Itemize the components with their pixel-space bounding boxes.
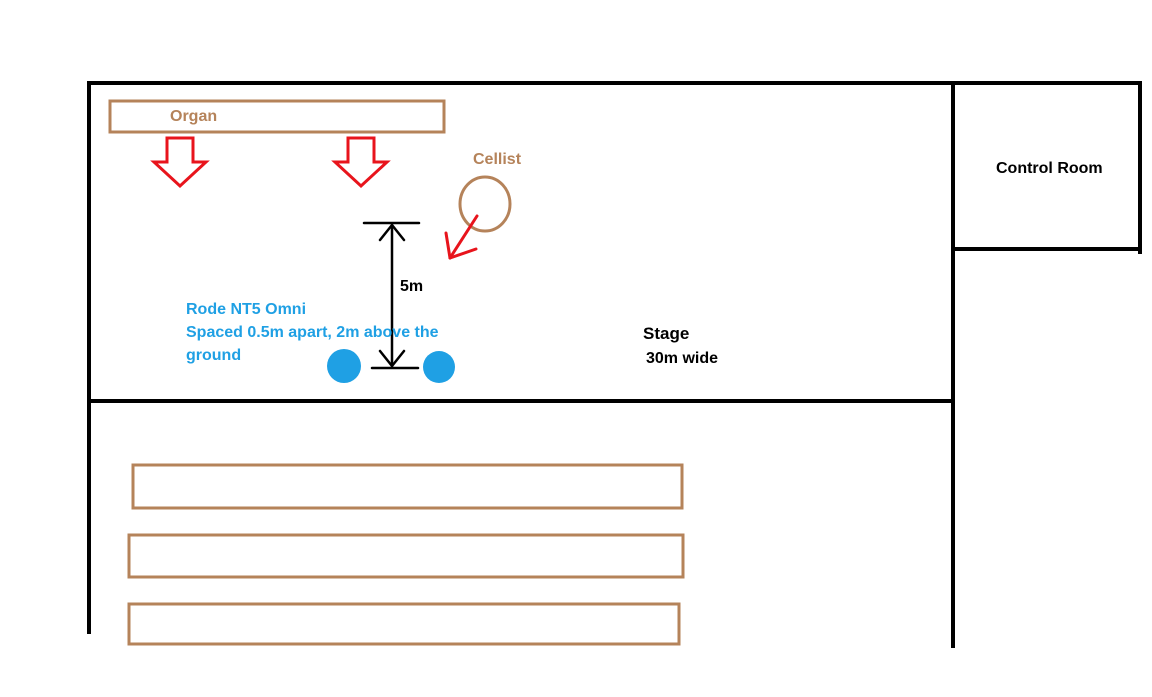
seating-row	[127, 602, 681, 646]
organ-arrow-left	[150, 136, 210, 189]
cellist-label: Cellist	[473, 151, 522, 168]
seating-row	[131, 463, 684, 510]
organ-arrow-right	[331, 136, 391, 189]
stage-width-label: 30m wide	[646, 350, 718, 367]
mic-description-line1: Rode NT5 Omni	[186, 301, 306, 318]
microphone-right	[423, 351, 455, 383]
seating-row	[127, 533, 685, 579]
organ-box	[108, 99, 446, 134]
mic-description-line3: ground	[186, 347, 241, 364]
cellist-circle	[458, 175, 512, 233]
walls	[87, 81, 1142, 648]
control-room-label: Control Room	[996, 160, 1103, 177]
organ-label: Organ	[170, 108, 217, 125]
distance-label: 5m	[400, 278, 423, 295]
mic-description-line2: Spaced 0.5m apart, 2m above the	[186, 324, 439, 341]
microphone-left	[327, 349, 361, 383]
cellist-arrow	[444, 214, 479, 260]
stage-label: Stage	[643, 324, 689, 343]
distance-dimension	[362, 221, 421, 370]
